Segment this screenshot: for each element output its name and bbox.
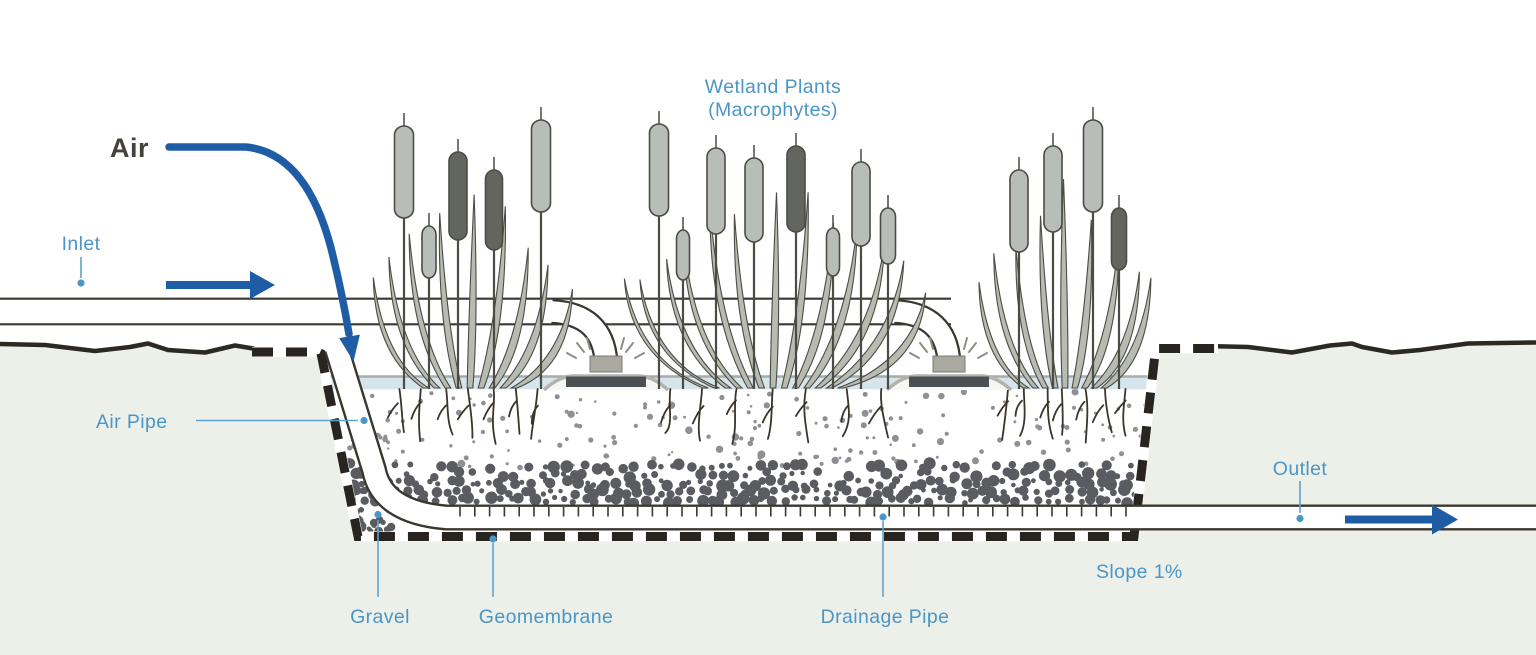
cattail-plant [675, 217, 691, 389]
label-drainage-pipe: Drainage Pipe [821, 606, 950, 628]
cattail-plant [530, 107, 552, 389]
gravel-leader-dot [374, 510, 382, 519]
cattail-plant [393, 113, 415, 389]
label-inlet: Inlet [62, 233, 101, 255]
gravel-layer [345, 457, 1138, 509]
wetland-plants [372, 107, 1152, 389]
cattail-plant [648, 111, 670, 389]
cattail-plant [1082, 107, 1104, 389]
air-flow-arrow-icon [165, 143, 360, 362]
title-line2: (Macrophytes) [708, 99, 838, 121]
geomembrane-liner-under [252, 343, 1218, 542]
inlet-flow-arrow-icon [166, 271, 275, 299]
air-pipe-leader-dot [360, 416, 368, 425]
cattail-plant [851, 149, 871, 389]
drainage-pipe-perforations [459, 507, 1127, 517]
plant-roots [387, 388, 1127, 445]
label-outlet: Outlet [1273, 458, 1328, 480]
air-pipe-and-drainage-pipe [324, 339, 1536, 531]
geomembrane-leader-dot [489, 535, 497, 543]
label-slope: Slope 1% [1096, 561, 1183, 583]
outlet-leader-dot [1296, 514, 1304, 523]
ground-surface-line-right [1202, 340, 1536, 355]
label-gravel: Gravel [350, 606, 410, 628]
aeration-diffuser [885, 337, 1013, 392]
label-air-pipe: Air Pipe [96, 411, 167, 433]
cattail-plant [786, 133, 806, 389]
aeration-diffusers [542, 337, 1013, 392]
cattail-plant [1110, 195, 1128, 389]
label-air: Air [110, 133, 149, 163]
cattail-plant [484, 157, 504, 389]
cattail-plant [421, 213, 437, 389]
cattail-plant [825, 215, 841, 389]
cattail-plant [706, 135, 726, 389]
label-geomembrane: Geomembrane [479, 606, 613, 628]
cattail-plant [1009, 157, 1029, 389]
ground-surface-line-left [0, 341, 256, 355]
title-line1: Wetland Plants [705, 76, 841, 98]
cattail-plant [1043, 133, 1063, 389]
cattail-plant [879, 195, 897, 389]
sand-layer [345, 388, 1146, 471]
drainage-pipe-leader-dot [879, 513, 887, 521]
cattail-plant [448, 139, 468, 389]
inlet-leader-dot [77, 279, 85, 287]
cattail-plant [744, 145, 764, 389]
outlet-flow-arrow-icon [1345, 504, 1458, 535]
